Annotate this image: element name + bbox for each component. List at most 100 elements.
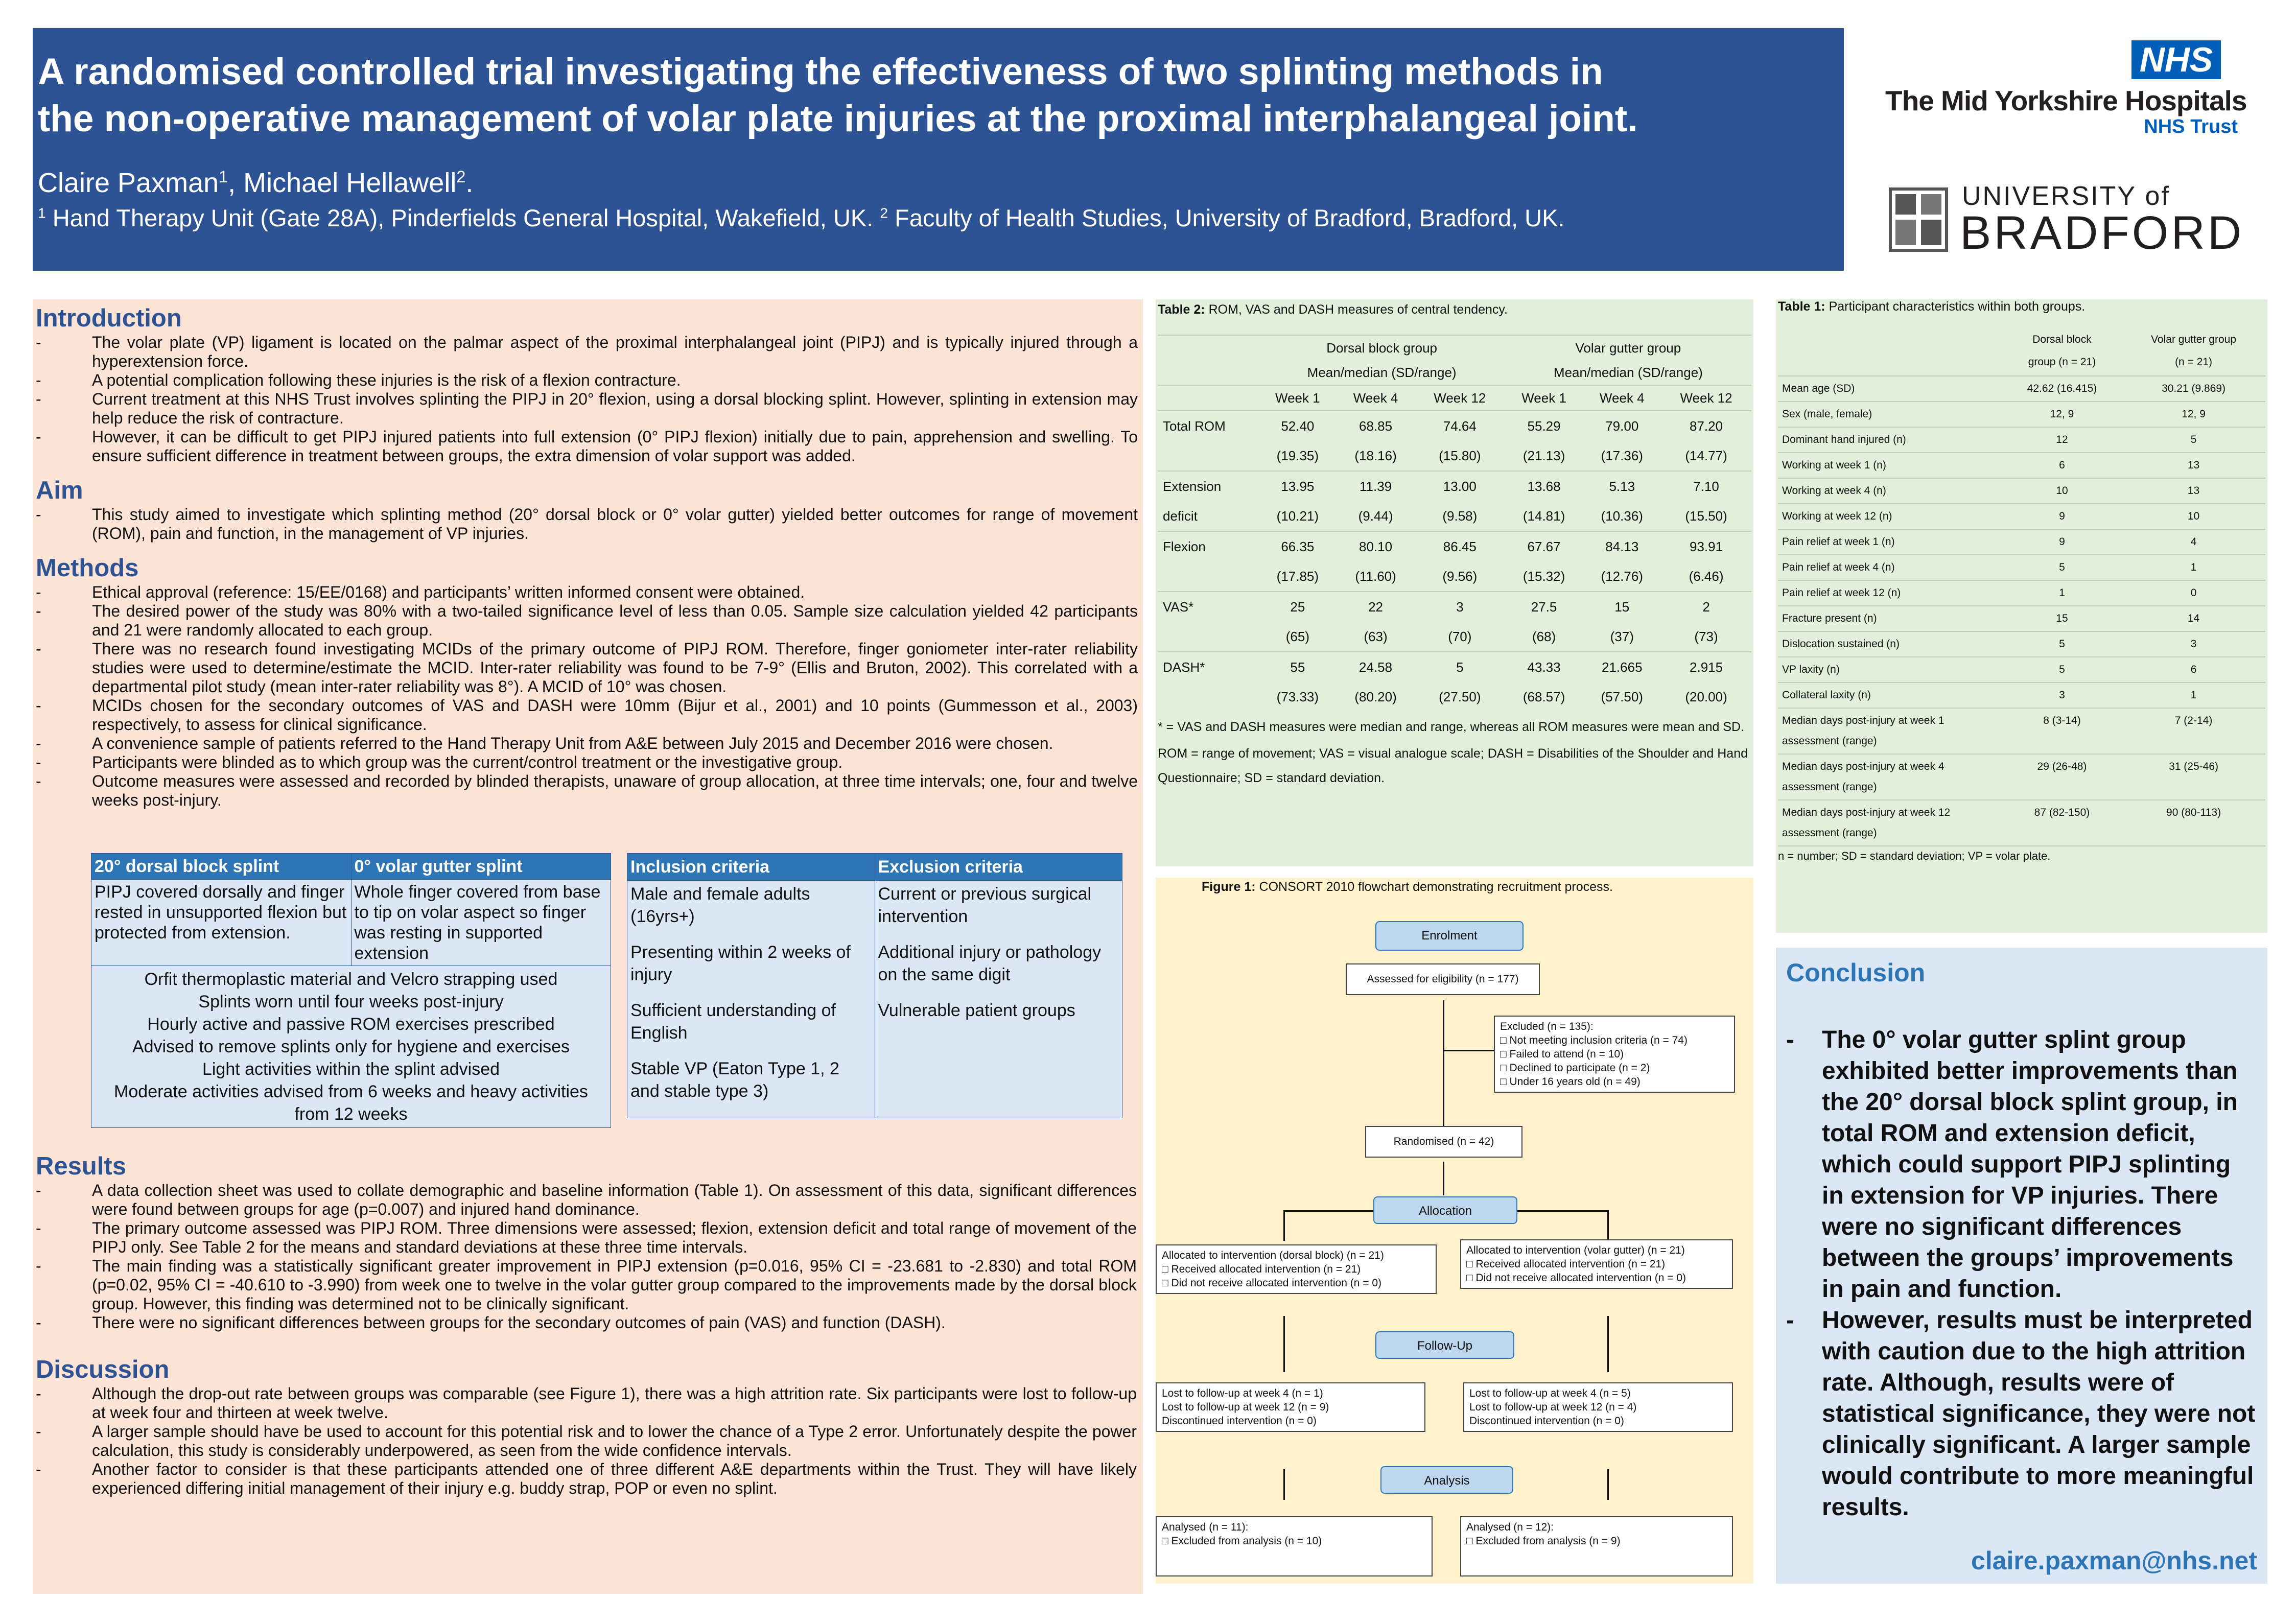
conclusion-panel: Conclusion The 0° volar gutter splint gr… xyxy=(1776,948,2267,1584)
author-2: , Michael Hellawell xyxy=(228,168,457,198)
contact-email[interactable]: claire.paxman@nhs.net xyxy=(1971,1546,2257,1575)
results-discussion: Results A data collection sheet was used… xyxy=(36,1141,1137,1498)
table-cell: 52.40 xyxy=(1281,418,1315,434)
header-line: Volar gutter group xyxy=(2151,334,2237,345)
author-1-sup: 1 xyxy=(219,168,228,186)
exclusion-header: Exclusion criteria xyxy=(874,853,1122,881)
list-item: Although the drop-out rate between group… xyxy=(36,1384,1137,1422)
list-item: There was no research found investigatin… xyxy=(36,640,1138,696)
splint-comparison-table: 20° dorsal block splint 0° volar gutter … xyxy=(91,853,611,1128)
table-1-caption: Table 1: Participant characteristics wit… xyxy=(1778,299,2265,314)
table-cell: 13 xyxy=(2122,478,2265,504)
list-item: Participants were blinded as to which gr… xyxy=(36,753,1138,772)
randomised-box: Randomised (n = 42) xyxy=(1365,1126,1522,1158)
poster-title: A randomised controlled trial investigat… xyxy=(38,51,1638,139)
bradford-wordmark: BRADFORD xyxy=(1960,207,2244,259)
table-cell: (65) xyxy=(1285,629,1309,644)
affiliations: 1 Hand Therapy Unit (Gate 28A), Pinderfi… xyxy=(38,204,1837,232)
splint-col-header: 0° volar gutter splint xyxy=(350,853,611,880)
flow-text: □ Failed to attend (n = 10) xyxy=(1500,1048,1624,1060)
group-subheader: Mean/median (SD/range) xyxy=(1307,365,1457,380)
table-cell: (14.81) xyxy=(1522,508,1565,524)
flow-text: □ Received allocated intervention (n = 2… xyxy=(1162,1263,1361,1275)
row-label: VAS* xyxy=(1163,599,1194,615)
table-cell: (19.35) xyxy=(1276,448,1319,463)
list-item: A potential complication following these… xyxy=(36,371,1138,390)
table-row: Median days post-injury at week 4 assess… xyxy=(1778,754,2265,801)
methods-list: Ethical approval (reference: 15/EE/0168)… xyxy=(36,583,1138,810)
flow-text: Lost to follow-up at week 4 (n = 5) xyxy=(1469,1387,1631,1399)
left-column: Introduction The volar plate (VP) ligame… xyxy=(33,299,1143,1594)
analysis-left-box: Analysed (n = 11): □ Excluded from analy… xyxy=(1156,1516,1433,1576)
nhs-trust-name: The Mid Yorkshire Hospitals xyxy=(1885,85,2247,116)
table-cell: 13.00 xyxy=(1443,479,1477,494)
list-item: This study aimed to investigate which sp… xyxy=(36,505,1138,543)
table-cell: (27.50) xyxy=(1439,689,1481,704)
table-cell: 7.10 xyxy=(1693,479,1719,494)
table-cell: 5 xyxy=(2002,631,2122,657)
list-item: The 0° volar gutter splint group exhibit… xyxy=(1786,1024,2257,1305)
table-cell: (15.32) xyxy=(1522,569,1565,584)
table-cell: (15.80) xyxy=(1439,448,1481,463)
results-list: A data collection sheet was used to coll… xyxy=(36,1181,1137,1332)
week-header: Week 1 xyxy=(1258,385,1337,411)
table-2-footnote: * = VAS and DASH measures were median an… xyxy=(1158,715,1751,790)
table-cell: 42.62 (16.415) xyxy=(2002,376,2122,402)
nhs-logo: NHS xyxy=(2131,40,2221,79)
authors: Claire Paxman1, Michael Hellawell2. xyxy=(38,167,1837,199)
splint-common-item: Orfit thermoplastic material and Velcro … xyxy=(144,970,558,989)
follow-up-right-box: Lost to follow-up at week 4 (n = 5) Lost… xyxy=(1463,1382,1733,1432)
table-cell: 7 (2-14) xyxy=(2122,708,2265,755)
table-cell: 84.13 xyxy=(1605,539,1639,554)
flow-text: □ Declined to participate (n = 2) xyxy=(1500,1062,1650,1074)
table-cell: (68) xyxy=(1532,629,1556,644)
row-label: Total ROM xyxy=(1163,418,1226,434)
author-2-sup: 2 xyxy=(456,168,466,186)
list-item: A data collection sheet was used to coll… xyxy=(36,1181,1137,1219)
table-row: (65)(63)(70)(68)(37)(73) xyxy=(1158,622,1751,652)
table-cell: (11.60) xyxy=(1355,569,1396,584)
analysis-right-box: Analysed (n = 12): □ Excluded from analy… xyxy=(1460,1516,1733,1576)
row-label: Extension xyxy=(1163,479,1222,494)
flow-text: Lost to follow-up at week 4 (n = 1) xyxy=(1162,1387,1323,1399)
table-cell: 87 (82-150) xyxy=(2002,800,2122,846)
flow-text: Lost to follow-up at week 12 (n = 9) xyxy=(1162,1401,1329,1413)
table-cell: 13.68 xyxy=(1527,479,1561,494)
table-cell: 15 xyxy=(1614,599,1630,615)
table-cell: (9.56) xyxy=(1442,569,1478,584)
splint-common-item: Light activities within the splint advis… xyxy=(202,1060,500,1079)
splint-description: PIPJ covered dorsally and finger rested … xyxy=(91,879,352,966)
row-label: Working at week 1 (n) xyxy=(1778,453,2002,479)
table-cell: 2.915 xyxy=(1690,660,1723,675)
follow-up-label: Follow-Up xyxy=(1375,1331,1514,1359)
table-cell: 1 xyxy=(2122,682,2265,709)
introduction-list: The volar plate (VP) ligament is located… xyxy=(36,333,1138,465)
table-row: (17.85)(11.60)(9.56)(15.32)(12.76)(6.46) xyxy=(1158,561,1751,592)
flow-line xyxy=(1517,1210,1607,1212)
table-cell: 30.21 (9.869) xyxy=(2122,376,2265,402)
header-line: (n = 21) xyxy=(2175,356,2213,368)
header-line: group (n = 21) xyxy=(2028,356,2096,368)
table-cell: 5 xyxy=(2002,555,2122,581)
flow-text: □ Received allocated intervention (n = 2… xyxy=(1466,1258,1666,1270)
table-cell: (15.50) xyxy=(1685,508,1727,524)
follow-up-left-box: Lost to follow-up at week 4 (n = 1) Lost… xyxy=(1156,1382,1425,1432)
figure-1-caption: Figure 1: CONSORT 2010 flowchart demonst… xyxy=(1202,880,1613,895)
table-cell: (37) xyxy=(1610,629,1634,644)
allocation-right-box: Allocated to intervention (volar gutter)… xyxy=(1460,1239,1733,1289)
row-label: DASH* xyxy=(1163,660,1205,675)
flow-text: Discontinued intervention (n = 0) xyxy=(1162,1415,1317,1427)
inclusion-item: Presenting within 2 weeks of injury xyxy=(630,943,851,984)
caption-label: Figure 1: xyxy=(1202,880,1256,894)
excluded-box: Excluded (n = 135): □ Not meeting inclus… xyxy=(1494,1016,1735,1093)
table-cell: 93.91 xyxy=(1690,539,1723,554)
